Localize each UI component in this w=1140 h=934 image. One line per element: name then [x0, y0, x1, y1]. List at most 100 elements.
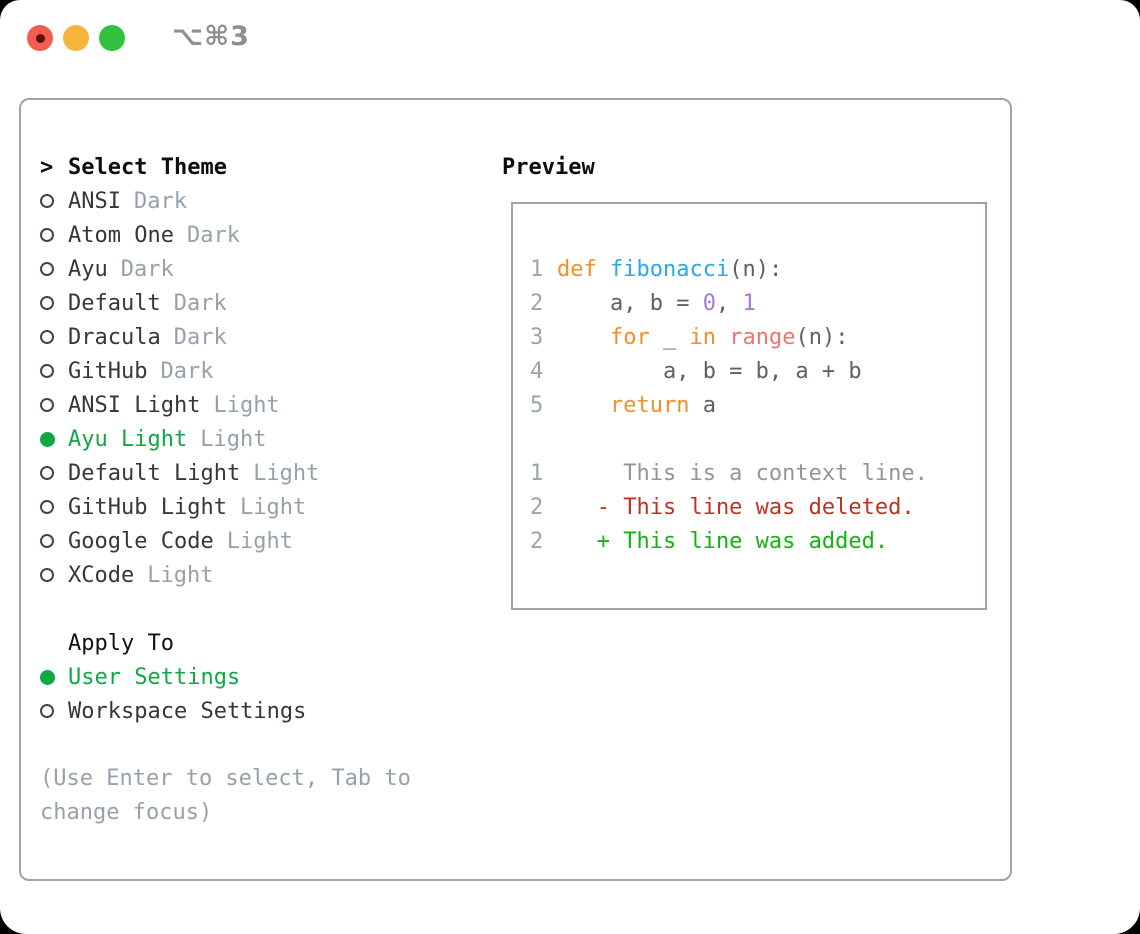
- radio-unselected-icon: [40, 500, 54, 514]
- code-line: 5 return a: [530, 389, 985, 423]
- token-builtin: range: [729, 325, 796, 350]
- theme-option[interactable]: Ayu Dark: [40, 252, 490, 286]
- option-label: User Settings: [68, 664, 241, 690]
- option-variant: Light: [213, 392, 280, 418]
- close-button[interactable]: [27, 25, 53, 51]
- option-variant: Light: [200, 426, 267, 452]
- option-label: Ayu Light: [68, 426, 188, 452]
- hint-text: (Use Enter to select, Tab to change focu…: [40, 762, 490, 830]
- token-keyword: for: [609, 325, 650, 350]
- radio-unselected-icon: [40, 568, 54, 582]
- radio-slot: [40, 296, 68, 310]
- apply-to-header: Apply To: [40, 626, 490, 660]
- token-plain: ,: [715, 291, 743, 316]
- radio-unselected-icon: [40, 364, 54, 378]
- line-number: 2: [530, 291, 544, 316]
- blank-line: [530, 423, 985, 457]
- minimize-button[interactable]: [63, 25, 89, 51]
- diff-text-deleted: - This line was deleted.: [557, 495, 915, 520]
- spacer: [40, 592, 490, 626]
- option-variant: Dark: [173, 324, 227, 350]
- option-variant: Dark: [120, 256, 174, 282]
- line-number: 3: [530, 325, 544, 350]
- theme-option[interactable]: Default Dark: [40, 286, 490, 320]
- theme-option[interactable]: Ayu Light Light: [40, 422, 490, 456]
- token-plain: [557, 393, 610, 418]
- radio-unselected-icon: [40, 330, 54, 344]
- token-plain: a: [689, 393, 716, 418]
- theme-option[interactable]: ANSI Light Light: [40, 388, 490, 422]
- radio-selected-icon: [40, 431, 55, 447]
- token-function: fibonacci: [610, 257, 730, 282]
- theme-option[interactable]: Default Light Light: [40, 456, 490, 490]
- titlebar: ⌥⌘3: [0, 0, 1140, 70]
- diff-text-added: + This line was added.: [557, 529, 889, 554]
- code-line: 4 a, b = b, a + b: [530, 355, 985, 389]
- apply-to-title: Apply To: [68, 630, 174, 656]
- apply-option[interactable]: Workspace Settings: [40, 694, 490, 728]
- radio-unselected-icon: [40, 466, 54, 480]
- token-number: 1: [742, 291, 756, 316]
- hint-line-2: change focus): [40, 800, 213, 825]
- radio-slot: [40, 262, 68, 276]
- prompt-icon: >: [40, 154, 54, 180]
- window-title: ⌥⌘3: [172, 21, 250, 52]
- code-text: def fibonacci(n):: [557, 253, 782, 287]
- option-label: ANSI Light: [68, 392, 201, 418]
- option-label: Ayu: [68, 256, 108, 282]
- option-variant: Light: [253, 460, 320, 486]
- token-plain: [716, 325, 729, 350]
- option-variant: Dark: [160, 358, 214, 384]
- token-plain: a, b = b, a + b: [557, 359, 862, 384]
- option-label: GitHub: [68, 358, 148, 384]
- token-number: 0: [702, 291, 716, 316]
- code-text: a, b = b, a + b: [557, 355, 862, 389]
- radio-unselected-icon: [40, 534, 54, 548]
- option-label: Default Light: [68, 460, 241, 486]
- radio-slot: [40, 194, 68, 208]
- radio-unselected-icon: [40, 262, 54, 276]
- radio-slot: [40, 568, 68, 582]
- theme-option[interactable]: GitHub Dark: [40, 354, 490, 388]
- radio-slot: [40, 500, 68, 514]
- radio-slot: [40, 398, 68, 412]
- code-text: for _ in range(n):: [557, 321, 848, 355]
- code-line: 3 for _ in range(n):: [530, 321, 985, 355]
- radio-slot: [40, 364, 68, 378]
- preview-title: Preview: [502, 154, 595, 180]
- theme-list-title: Select Theme: [68, 154, 227, 180]
- token-keyword: return: [609, 393, 690, 418]
- diff-line: 2 - This line was deleted.: [530, 491, 985, 525]
- option-label: Default: [68, 290, 161, 316]
- theme-list-header: > Select Theme: [40, 150, 490, 184]
- preview-header: Preview: [502, 150, 595, 184]
- token-plain: a, b =: [557, 291, 703, 316]
- token-plain: (n):: [729, 257, 783, 282]
- token-keyword: in: [689, 325, 716, 350]
- option-variant: Dark: [173, 290, 227, 316]
- token-plain: _: [649, 325, 690, 350]
- radio-unselected-icon: [40, 398, 54, 412]
- zoom-button[interactable]: [99, 25, 125, 51]
- line-number: 1: [530, 257, 544, 282]
- code-text: a, b = 0, 1: [557, 287, 756, 321]
- token-plain: (n):: [795, 325, 849, 350]
- radio-unselected-icon: [40, 194, 54, 208]
- line-number: 5: [530, 393, 544, 418]
- radio-slot: [40, 431, 68, 447]
- code-line: 1 def fibonacci(n):: [530, 253, 985, 287]
- apply-option[interactable]: User Settings: [40, 660, 490, 694]
- prompt-slot: >: [40, 155, 68, 180]
- radio-unselected-icon: [40, 704, 54, 718]
